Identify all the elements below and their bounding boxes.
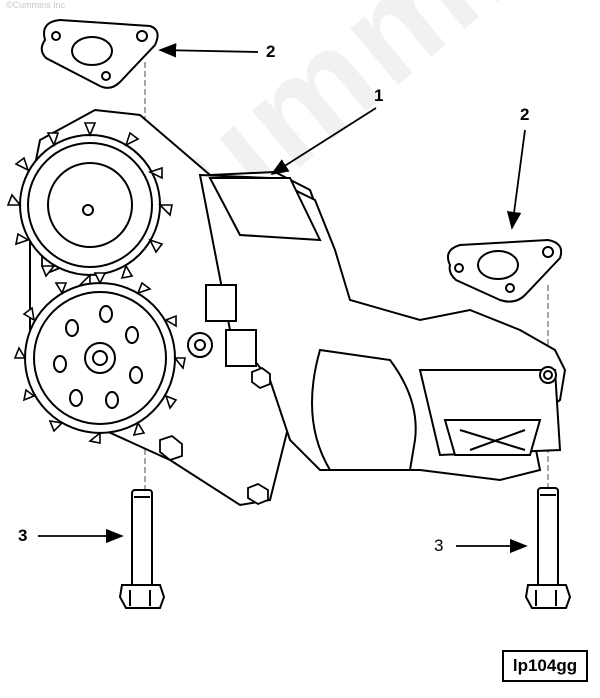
gasket-left (40, 18, 159, 89)
figure-id-label: lp104gg (512, 656, 578, 675)
arrow-part2-right (506, 129, 526, 230)
bolt-left (118, 489, 166, 609)
callout-part3-right: 3 (434, 536, 444, 555)
callout-part1: 1 (374, 86, 384, 105)
lower-gear (13, 272, 186, 444)
callout-part3-left: 3 (18, 526, 28, 545)
arrow-part1 (270, 107, 377, 175)
gasket-right (447, 238, 563, 303)
bolt-right (524, 487, 572, 609)
callout-part2-left: 2 (266, 42, 276, 61)
figure-id-box: lp104gg (502, 650, 588, 682)
arrow-part2-left (158, 43, 259, 58)
callout-part2-right: 2 (520, 105, 530, 124)
copyright-notice: ©Cummins Inc (6, 0, 66, 10)
leader-arrows (38, 43, 528, 554)
upper-gear (6, 122, 173, 288)
